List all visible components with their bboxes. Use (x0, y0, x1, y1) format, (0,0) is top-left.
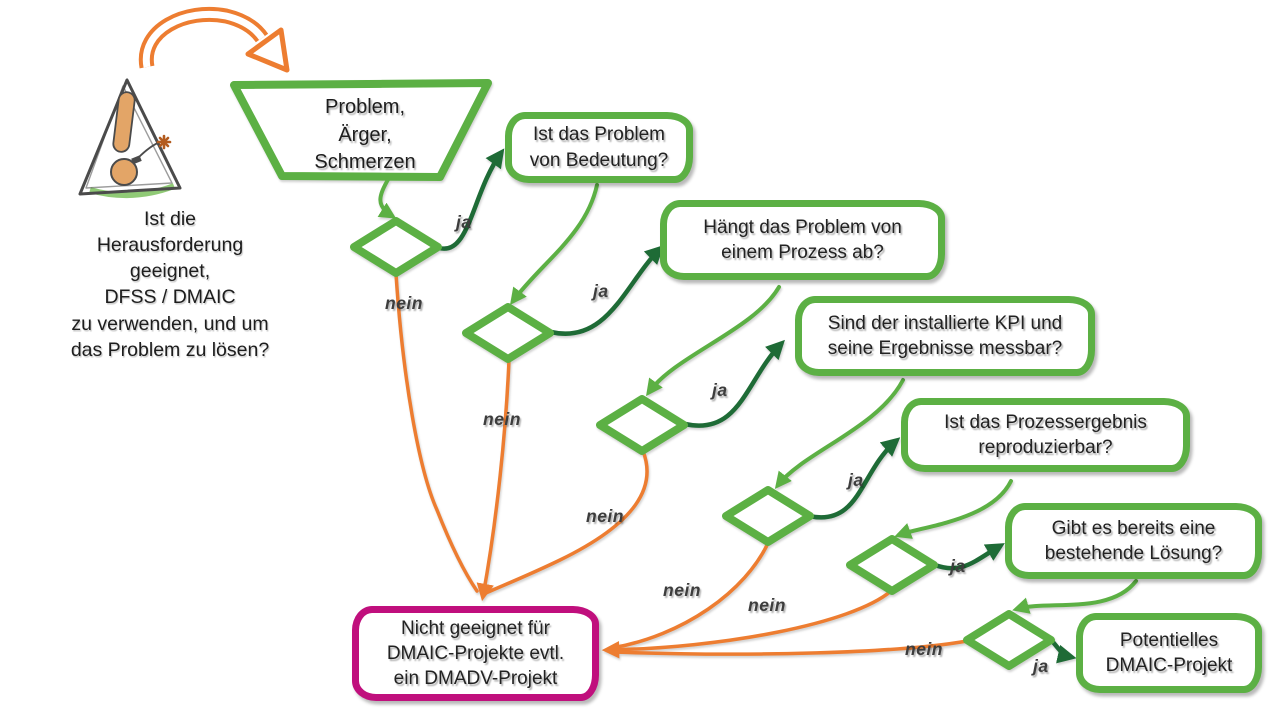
connector-ja-4 (806, 437, 901, 520)
intro-caption: Ist die Herausforderung geeignet, DFSS /… (70, 208, 270, 361)
nein-label-6: nein (905, 639, 943, 659)
curved-arrow-icon (138, 6, 290, 73)
warning-bomb-icon (78, 78, 182, 199)
connector-nein-5 (601, 589, 893, 659)
decision-diamond-3 (596, 395, 688, 455)
connector-ja-1 (436, 148, 505, 251)
nein-label-2: nein (483, 409, 521, 429)
connector-ja-6 (1049, 638, 1077, 664)
decision-diamond-5 (846, 535, 938, 595)
connector-ja-3 (682, 339, 785, 428)
connector-ja-5 (932, 543, 1005, 571)
question-box-5: Gibt es bereits eine bestehende Lösung? (1005, 503, 1262, 579)
connector-nein-2 (476, 358, 511, 602)
start-shape-text: Problem, Ärger, Schmerzen (314, 96, 416, 174)
nein-label-1: nein (385, 293, 423, 313)
decision-diamond-1 (350, 217, 442, 277)
ja-label-4: ja (848, 470, 864, 490)
decision-diamond-2 (462, 303, 554, 363)
connector-ja-2 (548, 245, 665, 336)
start-shape-outline (230, 79, 492, 181)
connector-q5-d6 (1012, 579, 1138, 614)
connector-nein-4 (610, 539, 771, 650)
decision-diamond-6 (963, 610, 1055, 670)
ja-label-1: ja (456, 212, 472, 232)
ja-label-6: ja (1033, 656, 1049, 676)
question-box-4: Ist das Prozessergebnis reproduzierbar? (901, 398, 1190, 472)
connector-nein-3 (484, 449, 649, 595)
outcome-positive: Potentielles DMAIC-Projekt (1076, 613, 1262, 693)
connector-nein-6 (611, 639, 969, 656)
connector-start-d1 (377, 176, 397, 219)
question-box-3: Sind der installierte KPI und seine Erge… (795, 296, 1095, 376)
nein-label-3: nein (586, 506, 624, 526)
question-box-1: Ist das Problem von Bedeutung? (505, 112, 693, 183)
ja-label-3: ja (712, 380, 728, 400)
connector-q4-d5 (894, 479, 1013, 539)
ja-label-2: ja (593, 281, 609, 301)
connector-q3-d4 (774, 378, 905, 489)
connector-q2-d3 (646, 285, 781, 397)
ja-label-5: ja (950, 556, 966, 576)
outcome-negative: Nicht geeignet für DMAIC-Projekte evtl. … (352, 606, 599, 701)
nein-label-4: nein (663, 580, 701, 600)
connector-q1-d2 (509, 183, 599, 306)
question-box-2: Hängt das Problem von einem Prozess ab? (660, 200, 945, 280)
decision-diamond-4 (722, 486, 814, 546)
nein-label-5: nein (748, 595, 786, 615)
connector-nein-1 (394, 272, 479, 593)
